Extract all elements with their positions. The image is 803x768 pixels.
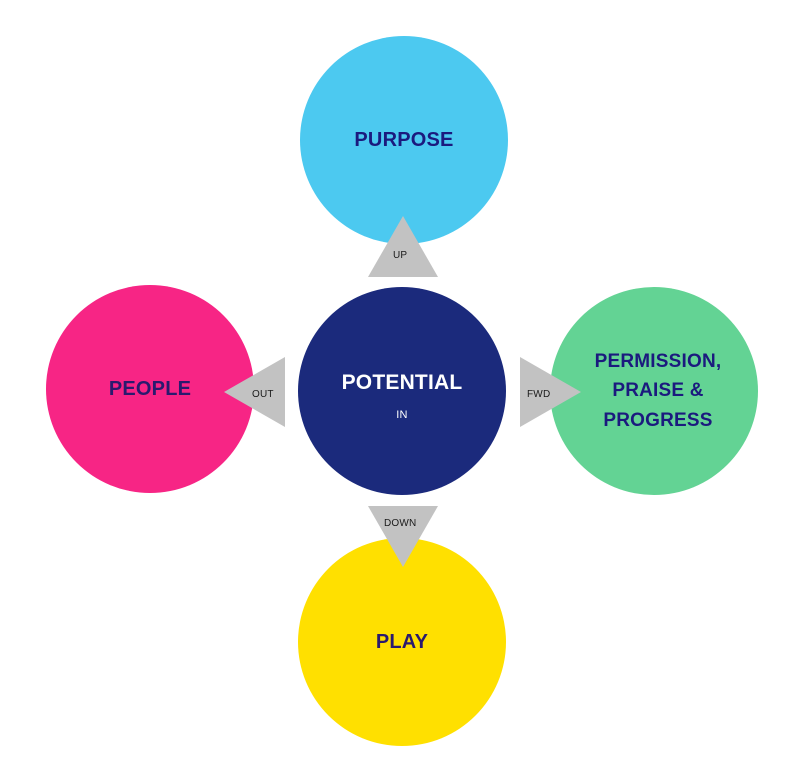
purpose-circle: PURPOSE <box>300 36 508 244</box>
out-arrow <box>224 357 285 427</box>
fwd-arrow-label: FWD <box>527 389 551 400</box>
play-circle: PLAY <box>298 538 506 746</box>
purpose-label: PURPOSE <box>354 129 454 151</box>
fwd-arrow <box>520 357 581 427</box>
progress-label-line-2: PRAISE & <box>612 380 704 402</box>
people-circle: PEOPLE <box>46 285 254 493</box>
progress-label-line-3: PROGRESS <box>603 409 713 431</box>
progress-label: PERMISSION, PRAISE & PROGRESS <box>570 347 738 435</box>
potential-label: POTENTIAL <box>341 371 463 395</box>
down-arrow-label: DOWN <box>384 518 417 529</box>
up-arrow <box>368 216 438 277</box>
progress-circle: PERMISSION, PRAISE & PROGRESS <box>550 287 758 495</box>
progress-label-line-1: PERMISSION, <box>594 350 722 372</box>
down-arrow <box>368 506 438 567</box>
potential-circle: POTENTIAL IN <box>298 287 506 495</box>
out-arrow-label: OUT <box>252 389 274 400</box>
potential-sublabel: IN <box>396 408 408 421</box>
up-arrow-label: UP <box>393 250 408 261</box>
play-label: PLAY <box>375 631 429 653</box>
people-label: PEOPLE <box>108 378 192 400</box>
